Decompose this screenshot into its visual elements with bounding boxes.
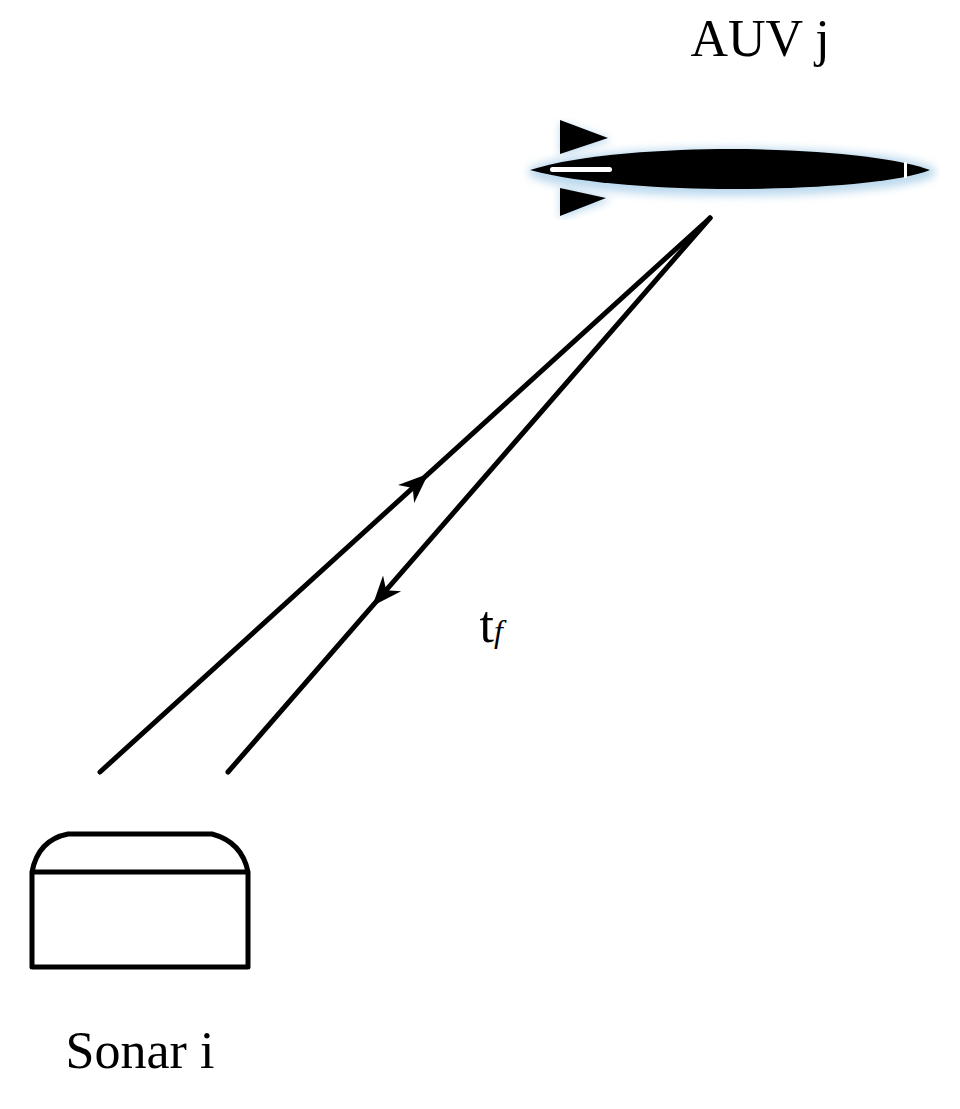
sonar-figure: [32, 834, 248, 967]
auv-shape: [520, 118, 940, 220]
signal-arrow: [228, 218, 710, 772]
vehicle-node: AUV j: [520, 8, 940, 220]
signal-arrow: [100, 218, 710, 772]
auv-figure: [528, 120, 936, 218]
sonar-shape: [28, 830, 252, 972]
node-label: AUV j: [520, 8, 940, 70]
sonar-node: Sonar i: [28, 830, 252, 1082]
node-label: Sonar i: [28, 1020, 252, 1082]
time-label: tf: [477, 594, 506, 662]
